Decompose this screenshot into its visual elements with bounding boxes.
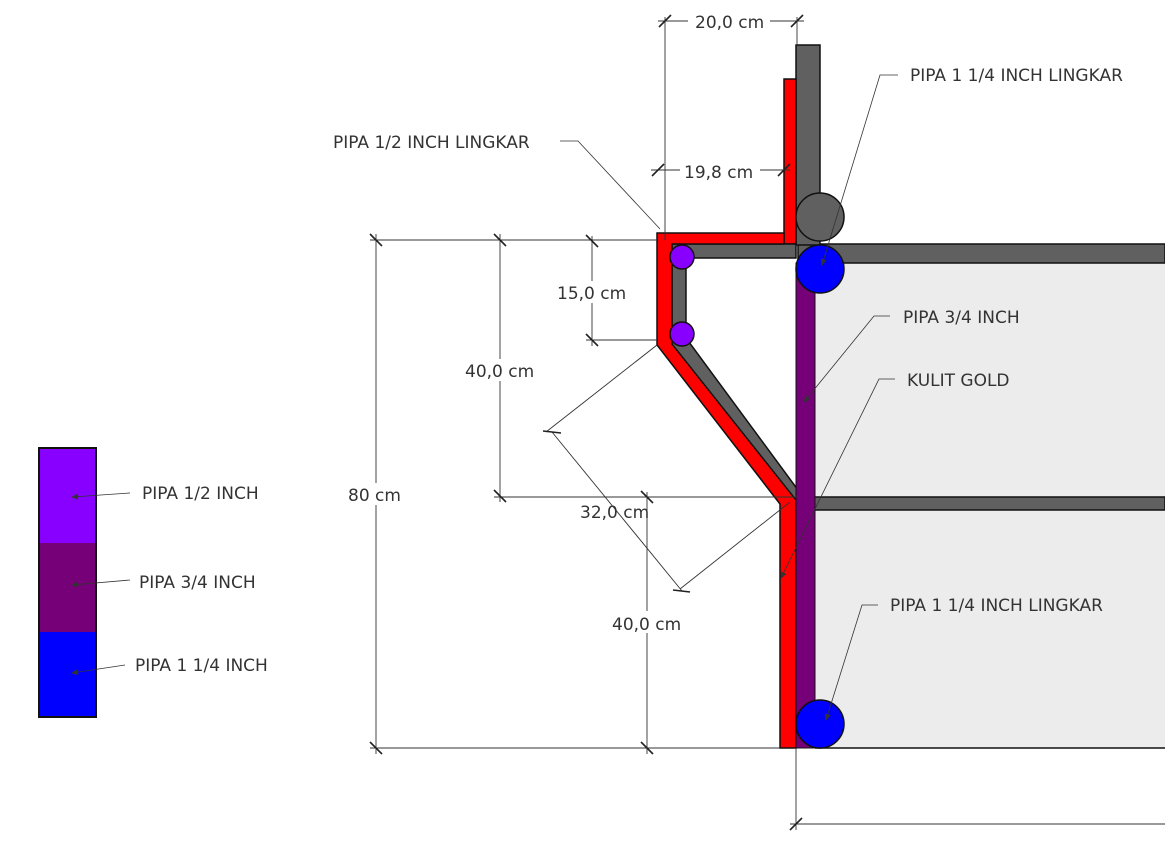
legend-border: [38, 447, 97, 718]
dimension-total-height: 80 cm: [345, 233, 405, 755]
legend: PIPA 1/2 INCH PIPA 3/4 INCH PIPA 1 1/4 I…: [38, 447, 268, 718]
legend-swatch-one-quarter-inch: [39, 632, 96, 717]
blue-ring-pipe-bottom: [795, 699, 845, 749]
dimension-total-height-label: 80 cm: [348, 486, 401, 506]
half-inch-pipe-top: [669, 244, 695, 270]
red-upright-post: [783, 78, 797, 245]
legend-swatch-half-inch: [39, 448, 96, 543]
dimension-inner-width-label: 19,8 cm: [684, 163, 753, 183]
dimension-diagonal: 32,0 cm: [542, 344, 791, 593]
callout-half-inch-ring-label: PIPA 1/2 INCH LINGKAR: [333, 133, 530, 153]
dimension-top-width-label: 20,0 cm: [695, 13, 764, 33]
callout-ring-bottom-label: PIPA 1 1/4 INCH LINGKAR: [890, 596, 1103, 616]
callout-half-inch-ring: PIPA 1/2 INCH LINGKAR: [333, 133, 661, 230]
legend-label-one-quarter-inch: PIPA 1 1/4 INCH: [135, 656, 268, 676]
legend-swatch-three-quarter-inch: [39, 543, 96, 632]
legend-label-three-quarter-inch: PIPA 3/4 INCH: [139, 573, 256, 593]
callout-three-quarter-label: PIPA 3/4 INCH: [903, 308, 1020, 328]
legend-leader-1: [71, 492, 131, 500]
callout-gold-skin-label: KULIT GOLD: [907, 371, 1010, 391]
middle-horizontal-frame: [797, 496, 1165, 511]
top-horizontal-frame: [797, 243, 1165, 264]
dimension-bottom-width: [789, 748, 1165, 831]
legend-leader-2: [71, 579, 131, 588]
dimension-top-width: 20,0 cm: [658, 10, 804, 240]
dimension-diagonal-label: 32,0 cm: [580, 503, 649, 523]
legend-label-half-inch: PIPA 1/2 INCH: [142, 484, 259, 504]
callout-three-quarter: PIPA 3/4 INCH: [803, 308, 1020, 403]
callout-ring-bottom: PIPA 1 1/4 INCH LINGKAR: [824, 596, 1103, 721]
upper-panel: [815, 263, 1165, 497]
legend-leader-3: [71, 664, 126, 676]
callout-ring-top-label: PIPA 1 1/4 INCH LINGKAR: [910, 66, 1123, 86]
lower-panel: [815, 510, 1165, 748]
purple-vertical-pipe: [795, 262, 816, 749]
grey-round-pipe: [795, 192, 845, 242]
dimension-top-height-label: 15,0 cm: [557, 284, 626, 304]
blue-ring-pipe-top: [795, 244, 845, 294]
dimension-upper-height-label: 40,0 cm: [465, 362, 534, 382]
half-inch-pipe-lower: [669, 321, 695, 347]
callout-ring-top: PIPA 1 1/4 INCH LINGKAR: [820, 66, 1123, 266]
dimension-lower-height-label: 40,0 cm: [612, 615, 681, 635]
dimension-inner-width: 19,8 cm: [651, 160, 791, 183]
callout-gold-skin: KULIT GOLD: [780, 371, 1010, 579]
dimension-lower-height: 40,0 cm: [607, 490, 687, 755]
dimension-top-height: 15,0 cm: [552, 234, 657, 347]
